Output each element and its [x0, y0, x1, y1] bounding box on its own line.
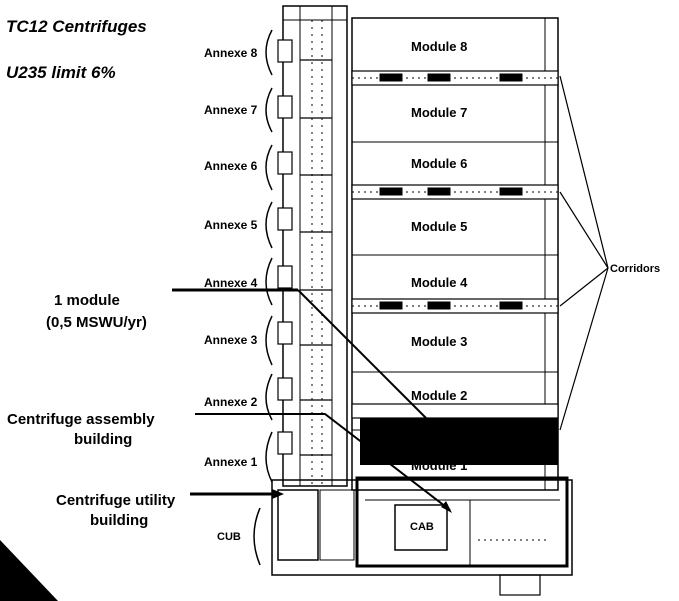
annex-brackets [253, 29, 273, 566]
module-label-5: Module 5 [411, 219, 467, 234]
annex-label-2: Annexe 2 [204, 395, 258, 409]
annex-label-5: Annexe 5 [204, 218, 258, 232]
corridors-leader-lines [559, 75, 609, 431]
annex-column [282, 5, 348, 487]
annex-label-6: Annexe 6 [204, 159, 258, 173]
assembly-callout-line1: Centrifuge assembly [7, 411, 155, 428]
utility-callout-line1: Centrifuge utility [56, 492, 176, 509]
utility-callout-line2: building [90, 512, 148, 529]
module-callout-line2: (0,5 MSWU/yr) [46, 314, 147, 331]
corridor-band-3 [351, 298, 559, 314]
annex-label-8: Annexe 8 [204, 46, 258, 60]
module-callout-leader [297, 289, 431, 423]
highlighted-module-block [360, 418, 558, 465]
cab-label: CAB [410, 521, 434, 533]
module-label-4: Module 4 [411, 275, 468, 290]
module-callout-line1: 1 module [54, 292, 120, 309]
module-label-3: Module 3 [411, 334, 467, 349]
diagram-subtitle: U235 limit 6% [6, 63, 116, 82]
annex-label-4: Annexe 4 [204, 276, 258, 290]
utility-callout-arrowhead [272, 489, 284, 499]
assembly-callout-line2: building [74, 431, 132, 448]
module-label-8: Module 8 [411, 39, 467, 54]
corridor-band-4 [351, 403, 559, 419]
lower-buildings [271, 476, 573, 596]
corridor-band-1 [351, 70, 559, 86]
corner-wedge [0, 540, 58, 601]
annex-label-1: Annexe 1 [204, 455, 258, 469]
diagram-title: TC12 Centrifuges [6, 17, 147, 36]
assembly-callout-leader [195, 413, 451, 511]
annex-label-7: Annexe 7 [204, 103, 258, 117]
module-label-7: Module 7 [411, 105, 467, 120]
assembly-callout-arrowhead [441, 501, 452, 513]
corridor-band-2 [351, 184, 559, 200]
annex-label-3: Annexe 3 [204, 333, 258, 347]
module-label-6: Module 6 [411, 156, 467, 171]
module-label-2: Module 2 [411, 388, 467, 403]
corridors-label: Corridors [610, 263, 660, 275]
annex-equipment [277, 39, 332, 456]
module-label-1: Module 1 [411, 458, 467, 473]
cub-label: CUB [217, 531, 241, 543]
